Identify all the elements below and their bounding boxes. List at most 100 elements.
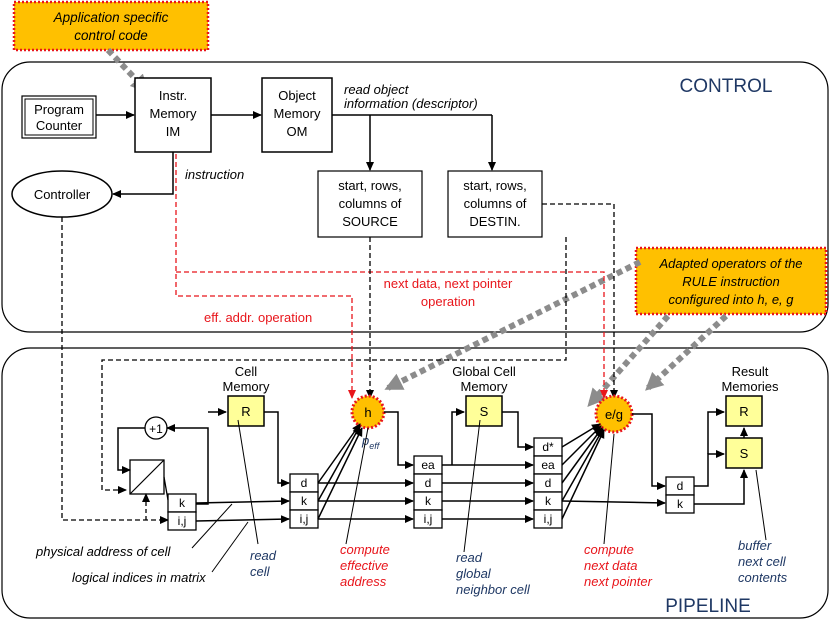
stage2-to-h-lines (317, 423, 363, 520)
om-label-line3: OM (287, 124, 308, 139)
om-label-line2: Memory (274, 106, 321, 121)
stage2-to-stage3-lines (318, 479, 414, 523)
pipeline-panel (1, 347, 829, 619)
stage1-register: k i,j (167, 493, 197, 531)
stage4-k-to-result (561, 498, 666, 507)
read-object-label-line2: information (descriptor) (344, 96, 478, 111)
global-memory-to-dstar (502, 411, 534, 451)
compute-next-annotation-line1: compute (584, 542, 634, 557)
global-memory-s-label: S (480, 404, 489, 419)
eg-to-result-d (632, 413, 666, 490)
logical-idx-annotation: logical indices in matrix (72, 570, 206, 585)
result-memories-label-line2: Memories (721, 379, 779, 394)
pc-label-line2: Counter (36, 118, 83, 133)
source-to-mux-line (101, 237, 567, 494)
control-panel (1, 61, 829, 333)
stage1-k-to-stage2 (195, 497, 290, 506)
ea-to-global-memory (451, 408, 465, 465)
stage4-to-eg-lines (561, 423, 605, 520)
read-cell-annotation-line2: cell (250, 564, 271, 579)
control-title: CONTROL (680, 76, 773, 97)
read-global-annotation-line1: read (456, 550, 483, 565)
next-data-label-line1: next data, next pointer (384, 276, 513, 291)
next-data-label-line2: operation (421, 294, 475, 309)
stage3-ea: ea (421, 458, 435, 472)
app-callout-line1: Application specific (53, 10, 169, 25)
stage2-k: k (301, 494, 308, 508)
h-label: h (364, 405, 371, 420)
compute-eff-annotation-line1: compute (340, 542, 390, 557)
compute-eff-annotation-line3: address (340, 574, 387, 589)
stage3-k: k (425, 494, 432, 508)
h-operator: h (350, 394, 386, 430)
im-label-line1: Instr. (159, 88, 187, 103)
gray-arrow-to-eg (587, 314, 671, 407)
cell-memory-label-line2: Memory (223, 379, 270, 394)
p-eff-label: peff (361, 433, 381, 451)
gray-arrow-to-h (384, 259, 642, 391)
buffer-annotation-line2: next cell (738, 554, 787, 569)
read-global-annotation-line2: global (456, 566, 492, 581)
dst-line1: start, rows, (463, 178, 527, 193)
mux-feedback-line (166, 424, 209, 505)
stage1-ij-to-stage2 (195, 515, 290, 524)
buffer-annotation-line3: contents (738, 570, 788, 585)
controller-to-k-line (61, 217, 169, 524)
result-memories-label-line1: Result (732, 364, 769, 379)
incrementer-to-mux-line (117, 427, 145, 474)
app-callout-line2: control code (74, 28, 148, 43)
cell-memory-r-label: R (241, 404, 250, 419)
stage3-ij: i,j (424, 512, 433, 526)
stage3-register: ea d k i,j (413, 455, 443, 529)
phys-addr-annotation: physical address of cell (35, 544, 172, 559)
annotation-pointers (191, 419, 767, 573)
rule-operators-callout (634, 246, 828, 316)
plus-one-incrementer: +1 (144, 416, 168, 440)
compute-next-annotation-line3: next pointer (584, 574, 653, 589)
stage5-register: d k (665, 476, 695, 514)
result-memory-s (725, 437, 763, 469)
cell-memory-r (227, 395, 265, 427)
stage5-d: d (677, 479, 684, 493)
stage3-d: d (425, 476, 432, 490)
om-label-line1: Object (278, 88, 316, 103)
next-data-operation-line (176, 271, 608, 399)
cell-memory-to-d (264, 411, 290, 487)
eg-label: e/g (605, 407, 623, 422)
destin-to-eg-line (542, 203, 618, 399)
pc-label-line1: Program (34, 102, 84, 117)
cell-memory-label-line1: Cell (235, 364, 258, 379)
read-cell-annotation-line1: read (250, 548, 277, 563)
stage2-d: d (301, 476, 308, 490)
rule-callout-line1: Adapted operators of the (658, 256, 802, 271)
result-memory-r (725, 395, 763, 427)
address-mux (129, 459, 165, 495)
global-memory-label-line1: Global Cell (452, 364, 516, 379)
control-dashed-lines (61, 203, 618, 524)
compute-next-annotation-line2: next data (584, 558, 638, 573)
global-memory-s (465, 395, 503, 427)
mux-to-stage1 (163, 476, 169, 501)
controller: Controller (11, 170, 113, 218)
result-memory-s-label: S (740, 446, 749, 461)
stage2-register: d k i,j (289, 473, 319, 529)
stage4-register: d* ea d k i,j (533, 437, 563, 529)
im-label-line2: Memory (150, 106, 197, 121)
result-k-to-memories (694, 469, 748, 505)
rule-callout-line2: RULE instruction (682, 274, 780, 289)
program-counter: Program Counter (21, 95, 97, 139)
result-to-r (707, 408, 725, 454)
destination-descriptor-box: start, rows, columns of DESTIN. (447, 170, 543, 238)
eff-addr-operation-line (175, 154, 356, 399)
dst-line3: DESTIN. (469, 214, 520, 229)
h-to-ea (384, 411, 414, 469)
gray-arrow-to-g (645, 313, 729, 391)
stage3-to-stage4-lines (442, 461, 534, 523)
instruction-label: instruction (185, 167, 244, 182)
src-line1: start, rows, (338, 178, 402, 193)
app-control-callout (12, 0, 210, 52)
stage4-d: d (545, 476, 552, 490)
instruction-memory: Instr. Memory IM (134, 77, 212, 153)
